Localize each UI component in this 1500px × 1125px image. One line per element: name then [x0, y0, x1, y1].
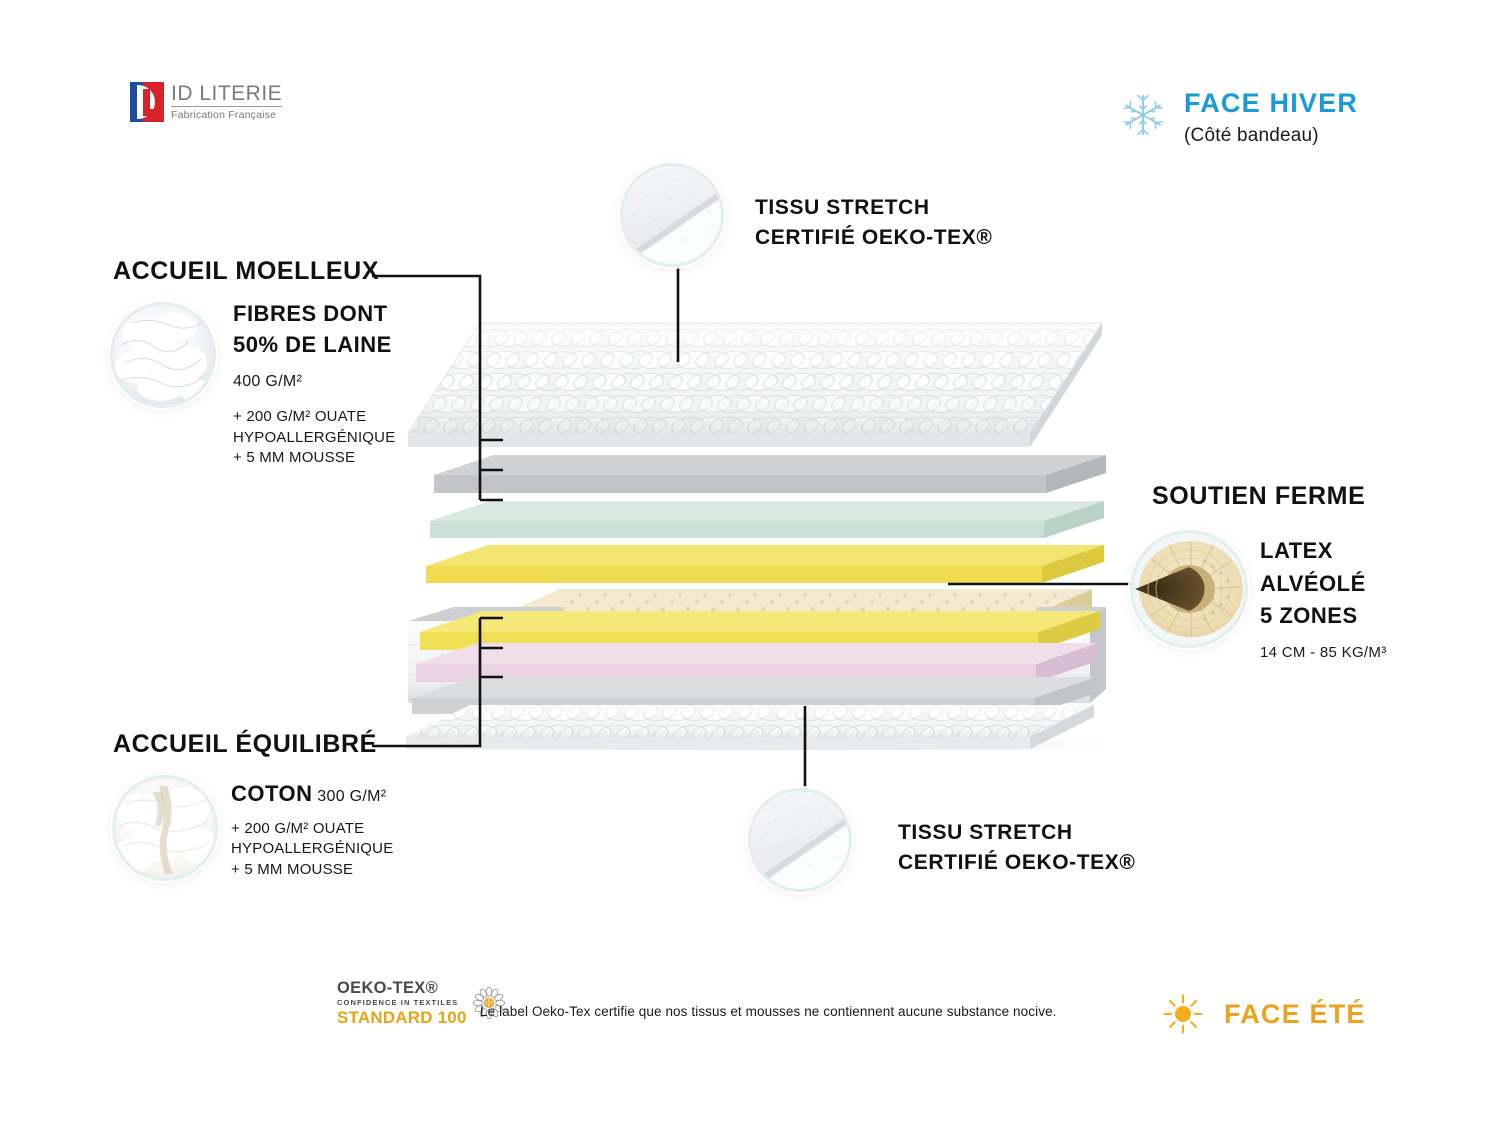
tissu-stretch-bottom-label: TISSU STRETCH CERTIFIÉ OEKO-TEX® [898, 821, 1136, 874]
latex-core-swatch-icon [1130, 530, 1248, 648]
stretch-fabric-swatch-bottom-icon [748, 788, 852, 892]
face-hiver-badge: FACE HIVER (Côté bandeau) [1120, 90, 1358, 145]
brand-tagline: Fabrication Française [171, 109, 277, 122]
oeko-tex-line-1: OEKO-TEX® [337, 979, 439, 997]
face-hiver-title: FACE HIVER [1184, 88, 1359, 118]
sun-icon [1163, 994, 1203, 1034]
accueil-moelleux-title: ACCUEIL MOELLEUX [113, 257, 380, 285]
brand-name: ID LITERIE [171, 82, 283, 108]
oeko-tex-logo: OEKO-TEX® CONFIDENCE IN TEXTILES STANDAR… [337, 980, 506, 1026]
oeko-tex-flower-icon [472, 986, 505, 1020]
oeko-tex-caption: Le label Oeko-Tex certifie que nos tissu… [480, 1004, 1057, 1019]
equilibre-material-name: COTON [231, 781, 313, 806]
snowflake-icon [1123, 94, 1163, 136]
accueil-equilibre-details: COTON 300 G/M² + 200 G/M² OUATE HYPOALLE… [231, 781, 531, 880]
soutien-ferme-details: LATEX ALVÉOLÉ 5 ZONES 14 CM - 85 KG/M³ [1260, 535, 1480, 661]
french-flag-d-logo-icon [130, 82, 164, 122]
accueil-equilibre-title: ACCUEIL ÉQUILIBRÉ [113, 730, 377, 758]
layer-mint [430, 501, 1104, 538]
equilibre-extra-details: + 200 G/M² OUATE HYPOALLERGÉNIQUE + 5 MM… [231, 820, 394, 878]
oeko-tex-line-2: CONFIDENCE IN TEXTILES [337, 997, 459, 1007]
tissu-stretch-top-label: TISSU STRETCH CERTIFIÉ OEKO-TEX® [755, 196, 993, 249]
soutien-material: LATEX ALVÉOLÉ 5 ZONES [1260, 538, 1366, 629]
face-ete-badge: FACE ÉTÉ [1162, 993, 1366, 1035]
face-hiver-subtitle: (Côté bandeau) [1184, 125, 1319, 146]
layer-quilted-top [407, 322, 1103, 447]
equilibre-material-weight: 300 G/M² [317, 788, 387, 805]
moelleux-extra-details: + 200 G/M² OUATE HYPOALLERGÉNIQUE + 5 MM… [233, 408, 396, 467]
soutien-ferme-title: SOUTIEN FERME [1152, 482, 1366, 510]
layer-yellow-foam-top [426, 545, 1104, 583]
layer-pink-foam [416, 643, 1098, 682]
accueil-moelleux-details: FIBRES DONT 50% DE LAINE 400 G/M² + 200 … [233, 298, 533, 469]
layer-quilted-bottom [406, 705, 1094, 749]
moelleux-line-1: FIBRES DONT [233, 301, 388, 326]
moelleux-line-2: 50% DE LAINE [233, 332, 392, 358]
face-ete-title: FACE ÉTÉ [1224, 998, 1366, 1029]
layer-grey-foam-top [434, 455, 1106, 493]
soutien-spec: 14 CM - 85 KG/M³ [1260, 643, 1387, 661]
stretch-fabric-swatch-top-icon [620, 163, 724, 267]
moelleux-weight: 400 G/M² [233, 373, 303, 391]
cotton-fibre-swatch-icon [112, 775, 218, 881]
oeko-tex-line-3: STANDARD 100 [337, 1008, 467, 1027]
wool-fibre-swatch-icon [110, 302, 216, 408]
brand-logo: ID LITERIE Fabrication Française [130, 82, 283, 122]
